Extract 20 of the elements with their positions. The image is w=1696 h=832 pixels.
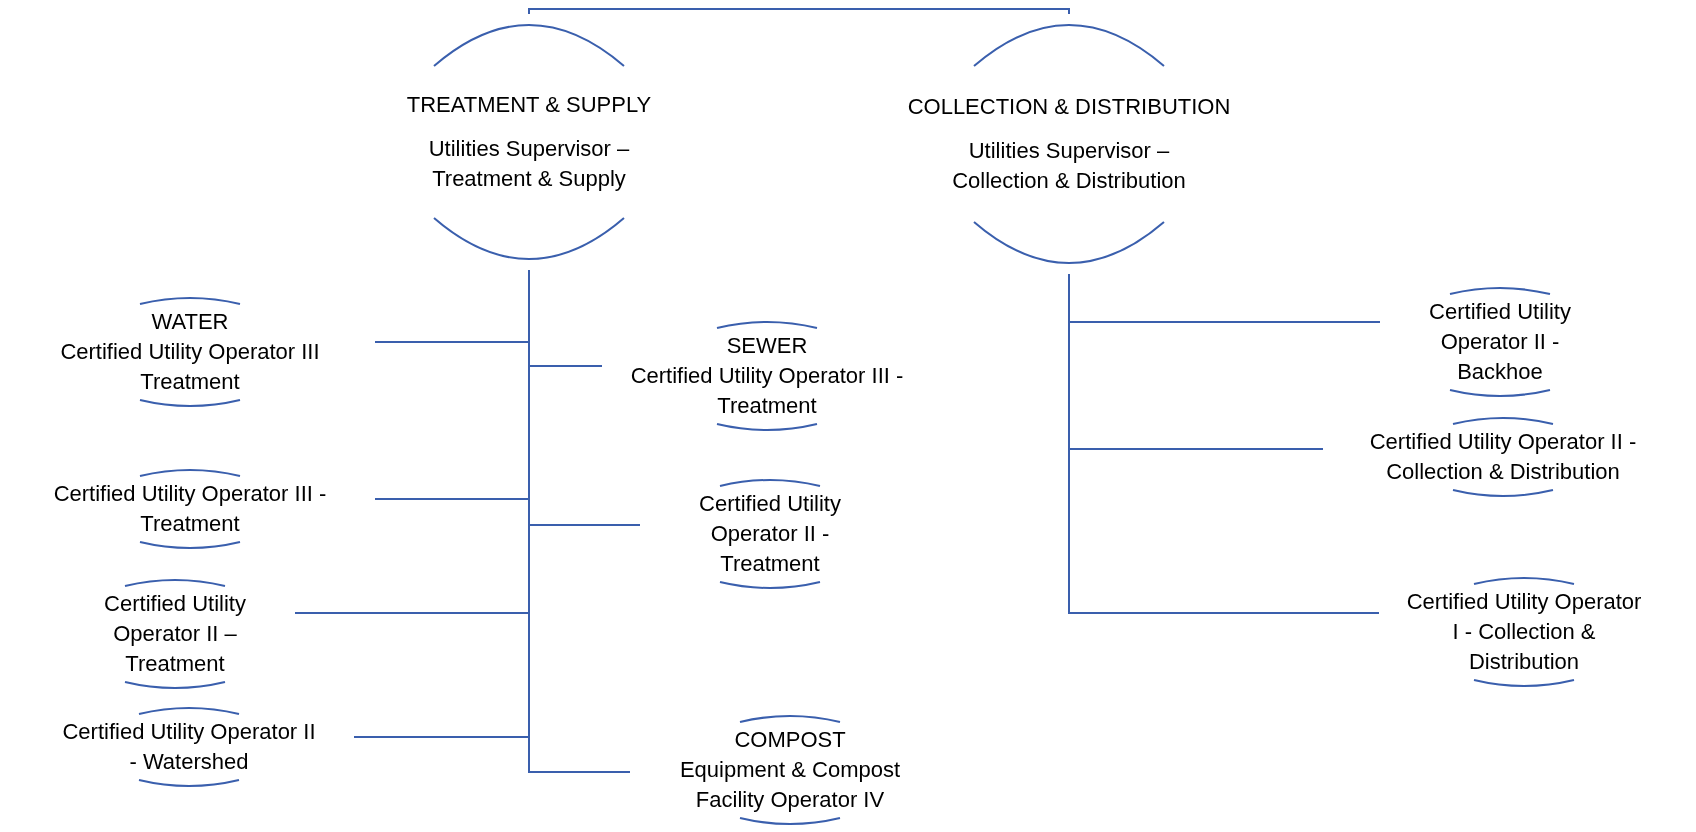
job-title: Certified Utility Operator II - Backhoe: [1428, 298, 1572, 386]
job-title: Utilities Supervisor – Treatment & Supply: [427, 135, 631, 193]
job-title: Certified Utility Operator III - Treatment: [629, 362, 905, 420]
job-title: Certified Utility Operator III Treatment: [59, 338, 321, 396]
job-title: Equipment & Compost Facility Operator IV: [678, 756, 902, 814]
node-heading: COMPOST: [734, 726, 846, 754]
connector-line: [528, 269, 631, 773]
node-heading: SEWER: [726, 332, 808, 360]
job-title: Certified Utility Operator III - Treatment: [52, 480, 328, 538]
job-title: Certified Utility Operator II – Treatment: [103, 590, 247, 678]
job-title: Certified Utility Operator II - Collection & Distribution: [1368, 428, 1638, 486]
node-heading: WATER: [151, 308, 229, 336]
connector-line: [528, 8, 1070, 15]
job-title: Utilities Supervisor – Collection & Distribution: [951, 137, 1187, 195]
job-title: Certified Utility Operator I - Collection & Distribution: [1405, 588, 1643, 676]
job-title: Certified Utility Operator II - Treatment: [698, 490, 842, 578]
node-heading: COLLECTION & DISTRIBUTION: [907, 93, 1231, 121]
node-heading: TREATMENT & SUPPLY: [406, 91, 652, 119]
job-title: Certified Utility Operator II - Watershed: [61, 718, 317, 776]
connector-line: [1068, 273, 1380, 614]
